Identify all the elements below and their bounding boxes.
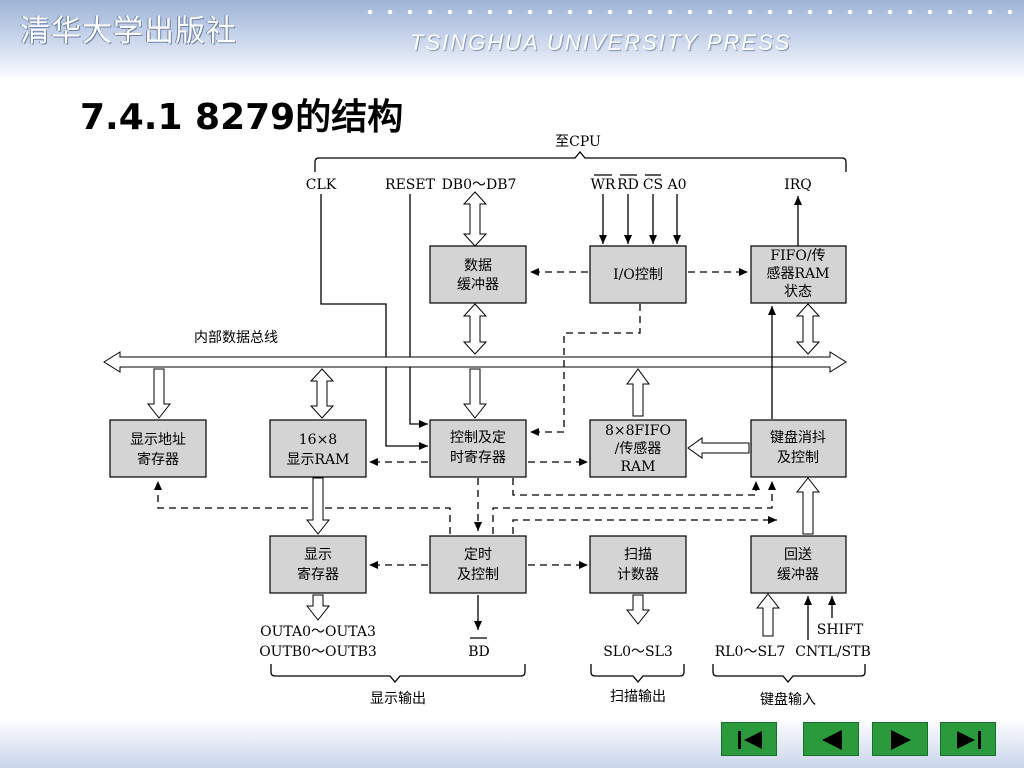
display-reg-block	[269, 535, 367, 594]
fifo-ram-line3: RAM	[621, 459, 656, 475]
bus-to-addr-arrow	[146, 368, 172, 419]
data-buffer-line1: 数据	[464, 258, 492, 274]
fifo-ram-line2: /传感器	[615, 440, 662, 457]
display-out-arrow	[305, 594, 331, 621]
wr-label: WR	[591, 177, 616, 193]
next-slide-button[interactable]	[872, 722, 928, 756]
scan-counter-line1: 扫描	[624, 547, 652, 563]
display-ram-block	[269, 419, 367, 478]
header-banner: 清华大学出版社 TSINGHUA UNIVERSITY PRESS	[0, 0, 1024, 80]
data-buffer-block	[429, 245, 527, 304]
shift-label: SHIFT	[817, 622, 864, 638]
display-ram-line1: 16×8	[299, 432, 337, 448]
display-output-brace	[270, 664, 526, 684]
fifo-ram-block	[589, 419, 687, 478]
first-icon	[738, 731, 762, 749]
keyboard-input-label: 键盘输入	[760, 691, 816, 708]
display-addr-line1: 显示地址	[130, 432, 186, 448]
slide-title: 7.4.1 8279的结构	[80, 97, 404, 138]
prev-slide-button[interactable]	[803, 722, 859, 756]
db-bus-arrow	[462, 191, 488, 247]
cs-label: CS	[643, 177, 663, 193]
reset-label: RESET	[385, 177, 436, 193]
return-buffer-block	[750, 535, 847, 594]
debounce-control-block	[750, 419, 847, 478]
next-icon	[891, 730, 911, 750]
timing-control-line2: 及控制	[457, 567, 499, 583]
data-buffer-line2: 缓冲器	[457, 277, 499, 293]
timing-control-line1: 定时	[464, 547, 492, 563]
display-reg-line2: 寄存器	[297, 566, 339, 583]
rd-label: RD	[617, 177, 639, 193]
banner-dots	[360, 8, 1020, 16]
status-bus-arrow	[795, 303, 821, 355]
return-to-debounce-arrow	[795, 477, 821, 535]
rl-in-arrow	[755, 593, 781, 637]
bus-to-control-arrow	[462, 368, 488, 419]
irq-label: IRQ	[784, 177, 812, 193]
scan-output-label: 扫描输出	[610, 689, 666, 705]
scan-out-arrow	[625, 594, 651, 625]
sl-label: SL0～SL3	[603, 644, 673, 660]
control-reg-line1: 控制及定	[450, 430, 506, 446]
fifo-status-line3: 状态	[784, 284, 812, 300]
scan-output-brace	[590, 664, 685, 684]
bd-label: BD	[468, 644, 490, 660]
buffer-bus-arrow	[462, 303, 488, 355]
io-control-block	[589, 245, 687, 304]
display-addr-reg-block	[109, 419, 207, 478]
debounce-line2: 及控制	[777, 450, 819, 466]
keyboard-input-brace	[712, 664, 866, 684]
last-slide-button[interactable]	[940, 722, 996, 756]
debounce-to-fifo-arrow	[687, 437, 750, 459]
display-output-label: 显示输出	[370, 691, 426, 707]
internal-bus-label: 内部数据总线	[194, 330, 278, 346]
io-control-label: I/O控制	[613, 267, 663, 283]
timing-to-debounce-line	[492, 481, 776, 534]
timing-control-block	[429, 535, 527, 594]
reset-line	[409, 194, 428, 428]
control-reg-line2: 时寄存器	[450, 449, 506, 466]
return-buffer-line2: 缓冲器	[777, 567, 819, 583]
timing-to-addr-line	[154, 481, 451, 534]
clk-label: CLK	[306, 177, 337, 193]
outa-label: OUTA0～OUTA3	[260, 624, 376, 640]
fifo-status-line2: 感器RAM	[767, 265, 830, 282]
display-reg-line1: 显示	[304, 547, 332, 563]
return-buffer-line1: 回送	[784, 547, 812, 563]
prev-icon	[822, 730, 842, 750]
fifo-status-line1: FIFO/传	[770, 248, 825, 264]
io-to-control-line	[530, 304, 641, 436]
to-cpu-label: 至CPU	[555, 134, 601, 150]
publisher-logo-en: TSINGHUA UNIVERSITY PRESS	[410, 30, 792, 55]
cpu-brace	[314, 150, 847, 172]
footer-bar	[0, 718, 1024, 768]
rl-label: RL0～SL7	[715, 644, 786, 660]
ram-to-display-reg-arrow	[305, 477, 331, 535]
control-to-debounce-line-1	[512, 478, 760, 496]
display-addr-line2: 寄存器	[137, 451, 179, 468]
fifo-status-block	[750, 245, 847, 304]
db-label: DB0～DB7	[442, 177, 517, 193]
cntl-label: CNTL/STB	[795, 644, 871, 660]
debounce-line1: 键盘消抖	[770, 429, 826, 446]
timing-to-return-line	[512, 516, 777, 534]
scan-counter-block	[589, 535, 687, 594]
clk-line	[320, 194, 428, 450]
outb-label: OUTB0～OUTB3	[259, 644, 377, 660]
internal-data-bus	[103, 351, 847, 373]
display-ram-line2: 显示RAM	[287, 452, 350, 468]
a0-label: A0	[666, 177, 686, 193]
fifo-ram-line1: 8×8FIFO	[605, 423, 671, 439]
first-slide-button[interactable]	[721, 722, 777, 756]
bus-ram-arrow	[309, 368, 335, 419]
last-icon	[957, 731, 981, 749]
scan-counter-line2: 计数器	[617, 567, 659, 583]
control-timing-reg-block	[429, 419, 527, 478]
publisher-logo-cn: 清华大学出版社	[20, 14, 237, 49]
fifo-to-bus-arrow	[626, 368, 650, 417]
